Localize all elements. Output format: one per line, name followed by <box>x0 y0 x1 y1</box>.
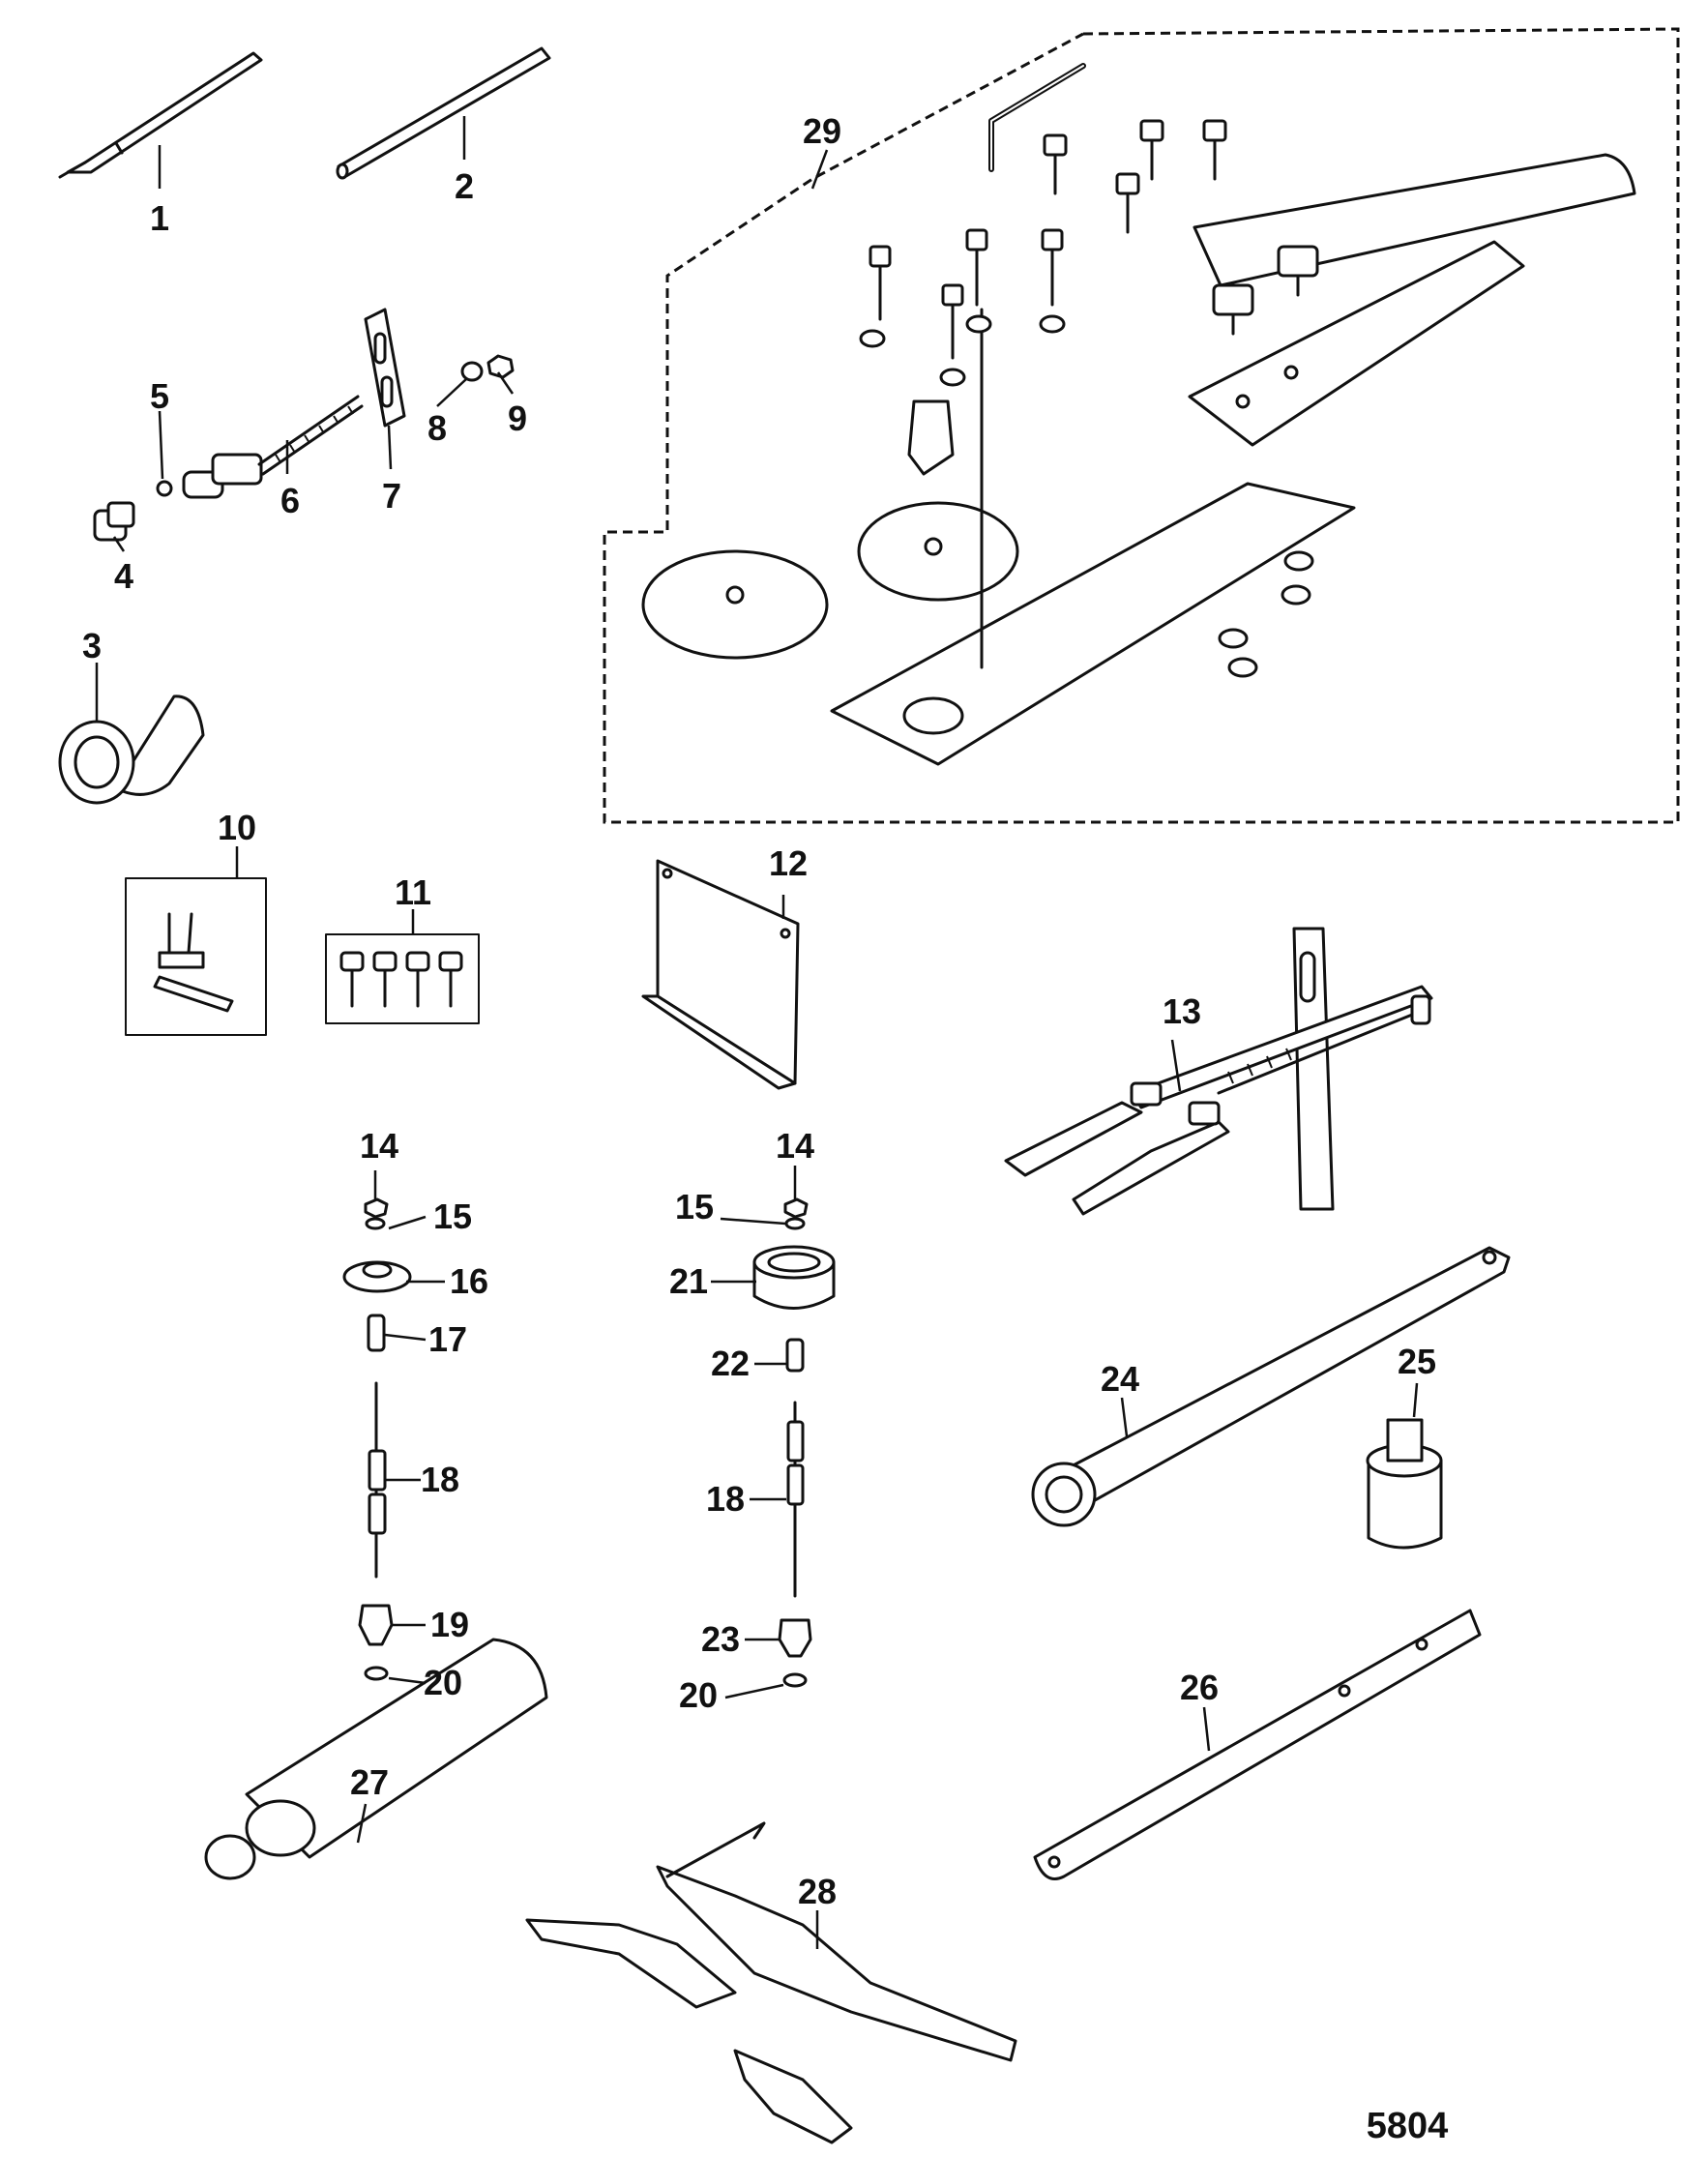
callout-18-left: 18 <box>421 1460 459 1499</box>
callout-13: 13 <box>1163 991 1201 1031</box>
part-27-driver <box>204 1638 548 1880</box>
callout-22: 22 <box>711 1344 750 1383</box>
callout-29: 29 <box>803 111 841 151</box>
part-26-spanner <box>1033 1609 1482 1880</box>
callout-19: 19 <box>430 1605 469 1644</box>
part-11-bolt-set <box>325 933 480 1024</box>
part-9-nut <box>486 354 515 379</box>
part-10-kit <box>125 877 267 1036</box>
part-25-socket <box>1366 1418 1443 1550</box>
callout-1: 1 <box>150 198 169 238</box>
callout-27: 27 <box>350 1762 389 1802</box>
part-12-bracket <box>641 859 800 1090</box>
part-3-cup <box>58 694 205 805</box>
callout-21: 21 <box>669 1261 708 1301</box>
callout-5: 5 <box>150 376 169 416</box>
part-7-slotted-bar <box>364 308 406 428</box>
callout-24: 24 <box>1101 1359 1139 1399</box>
callout-11: 11 <box>395 872 431 912</box>
right-stack-assembly <box>752 1197 836 1688</box>
callout-15-left: 15 <box>433 1197 472 1236</box>
callout-labels: 1 2 3 4 5 6 7 8 9 10 11 12 13 14 14 15 1… <box>82 111 1436 1911</box>
callout-8: 8 <box>427 408 447 448</box>
callout-15-right: 15 <box>675 1187 714 1226</box>
callout-7: 7 <box>382 476 401 516</box>
callout-26: 26 <box>1180 1668 1219 1707</box>
leader-lines <box>95 116 1419 1949</box>
callout-2: 2 <box>455 166 474 206</box>
callout-9: 9 <box>508 399 527 438</box>
part-24-wrench <box>1031 1246 1511 1527</box>
callout-6: 6 <box>280 481 300 520</box>
callout-23: 23 <box>701 1619 740 1659</box>
callout-20-left: 20 <box>424 1663 462 1702</box>
callout-17: 17 <box>428 1319 467 1359</box>
figure-number: 5804 <box>1367 2106 1449 2146</box>
callout-4: 4 <box>114 556 133 596</box>
part-6-threaded-rod <box>182 395 364 499</box>
callout-16: 16 <box>450 1261 488 1301</box>
callout-3: 3 <box>82 626 102 665</box>
part-29-kit-contents <box>641 63 1636 766</box>
callout-12: 12 <box>769 843 808 883</box>
callout-14-right: 14 <box>776 1126 814 1166</box>
part-4-adapter <box>93 501 135 542</box>
part-1-pin-punch <box>58 51 263 179</box>
callout-20-right: 20 <box>679 1675 718 1715</box>
callout-14-left: 14 <box>360 1126 398 1166</box>
part-5-o-ring <box>156 480 173 497</box>
part-28-plier <box>525 1821 1017 2144</box>
callout-28: 28 <box>798 1872 837 1911</box>
part-8-washer <box>460 361 484 382</box>
left-stack-assembly <box>342 1197 412 1681</box>
kit-boundary-dashed <box>603 27 1680 824</box>
part-13-puller <box>1004 927 1433 1216</box>
callout-18-right: 18 <box>706 1479 745 1519</box>
part-2-rod <box>336 46 551 180</box>
callout-25: 25 <box>1398 1342 1436 1381</box>
callout-10: 10 <box>218 808 256 847</box>
